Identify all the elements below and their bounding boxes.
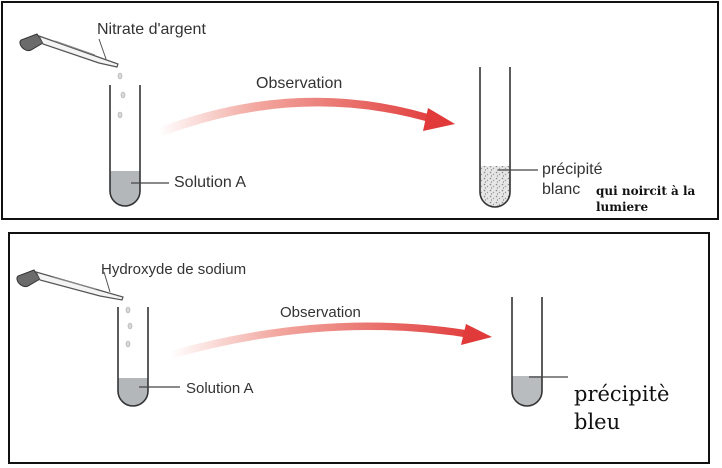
reagent-label: Nitrate d'argent [97,21,206,38]
experiment-1-panel: Nitrate d'argent Observation Solution A … [1,1,719,220]
test-tube-icon [117,307,149,407]
result-label-line1: précipitè [574,382,670,406]
arrow-icon [158,97,455,136]
result-label-line1: précipité [542,161,603,178]
result-label-line2: bleu [574,410,621,434]
precipitate-tube-icon [479,67,511,208]
result-note-line2: lumiere [596,200,649,214]
experiment-2-illustration [16,269,568,407]
dropper-icon [16,269,124,301]
experiment-2-panel: Hydroxyde de sodium Observation Solution… [8,232,710,464]
reagent-label: Hydroxyde de sodium [101,261,247,278]
result-note-line1: qui noircit à la [596,184,696,198]
precipitate-tube-icon [511,297,543,407]
observation-label: Observation [256,75,343,92]
arrow-icon [170,322,492,358]
solution-label: Solution A [186,380,254,397]
test-tube-icon [109,85,141,207]
drops-icon [125,306,133,348]
dropper-icon [19,33,119,68]
experiment-1-illustration [19,33,538,208]
solution-label: Solution A [174,174,247,191]
result-label-line2: blanc [542,181,581,198]
observation-label: Observation [280,304,361,321]
drops-icon [117,72,126,119]
